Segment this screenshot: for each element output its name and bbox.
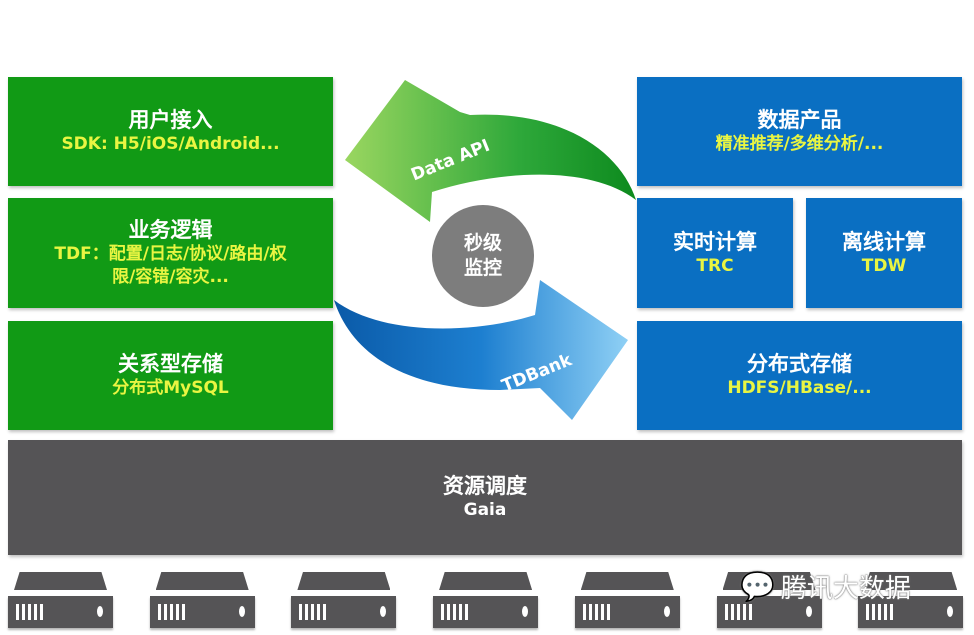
server-top [155,572,249,590]
wechat-icon: 💬 [740,570,775,603]
offline-compute-box: 离线计算 TDW [806,198,962,308]
box-title: 离线计算 [842,229,926,254]
box-title: 实时计算 [673,229,757,254]
server-top [722,572,816,590]
box-subtitle: Gaia [463,500,507,520]
server-body [858,596,964,628]
server-top [14,572,107,590]
box-subtitle: SDK: H5/iOS/Android... [61,134,280,154]
circle-line1: 秒级 [463,232,502,254]
server-body [291,596,397,628]
server-body [433,596,539,628]
monitoring-circle: 秒级 监控 [432,205,534,307]
relational-storage-box: 关系型存储 分布式MySQL [8,321,333,430]
box-subtitle: HDFS/HBase/... [727,378,872,398]
business-logic-box: 业务逻辑 TDF：配置/日志/协议/路由/权 限/容错/容灾... [8,198,333,308]
realtime-compute-box: 实时计算 TRC [637,198,793,308]
server-top [580,572,674,590]
server-icon [149,572,255,628]
box-title: 资源调度 [443,474,527,498]
box-subtitle: TRC [696,255,734,276]
server-body [8,596,113,628]
tdbank-arrow [334,280,628,420]
box-subtitle-line2: 限/容错/容灾... [112,267,229,287]
watermark-text: 腾讯大数据 [780,574,911,604]
circle-line2: 监控 [463,257,502,279]
server-body [574,596,680,628]
box-title: 关系型存储 [118,352,223,376]
server-icon [291,572,397,628]
server-body [149,596,255,628]
server-icon [433,572,539,628]
server-body [716,596,822,628]
box-title: 业务逻辑 [128,218,213,242]
box-subtitle: TDW [861,255,907,276]
server-icon [8,572,113,628]
box-title: 数据产品 [757,108,842,132]
server-led [947,606,954,617]
user-access-box: 用户接入 SDK: H5/iOS/Android... [8,77,333,186]
box-subtitle: 精准推荐/多维分析/... [715,134,884,154]
server-vents [582,604,610,620]
server-icon [574,572,680,628]
server-top [439,572,533,590]
watermark: 💬 腾讯大数据 [740,568,911,605]
box-title: 分布式存储 [747,352,852,376]
server-led [663,606,670,617]
server-led [380,606,387,617]
server-led [522,606,529,617]
server-vents [16,604,43,620]
server-icon [716,572,822,628]
data-product-box: 数据产品 精准推荐/多维分析/... [637,77,962,186]
resource-scheduling-box: 资源调度 Gaia [8,440,962,555]
box-subtitle: 分布式MySQL [112,378,229,398]
distributed-storage-box: 分布式存储 HDFS/HBase/... [637,321,962,430]
server-led [97,606,103,617]
server-vents [724,604,752,620]
server-icon [858,572,964,628]
server-vents [157,604,185,620]
data-api-arrow [345,80,636,222]
server-vents [299,604,327,620]
server-top [864,572,958,590]
box-subtitle: TDF：配置/日志/协议/路由/权 [54,244,287,264]
server-led [238,606,245,617]
server-vents [441,604,469,620]
box-title: 用户接入 [128,108,213,132]
server-vents [866,604,894,620]
server-led [805,606,812,617]
server-top [297,572,391,590]
